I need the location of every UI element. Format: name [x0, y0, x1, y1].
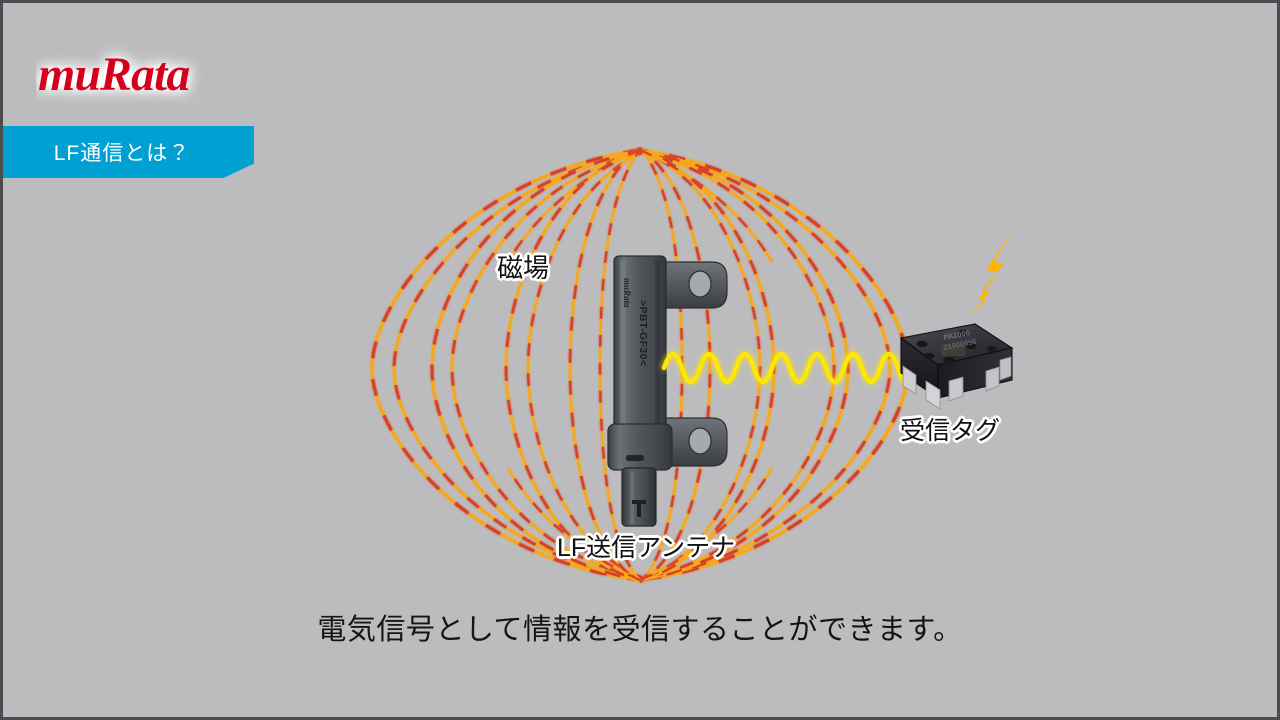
- label-magnetic-field: 磁場: [497, 253, 550, 283]
- antenna-material-marking: >PBT-GF30<: [637, 300, 649, 366]
- frame-edge-top: [0, 0, 1280, 3]
- frame-edge-left: [0, 0, 3, 720]
- caption-text: 電気信号として情報を受信することができます。: [317, 614, 963, 646]
- label-receiver-tag: 受信タグ: [900, 417, 1001, 445]
- murata-logo: muRata: [36, 40, 268, 106]
- banner-title-text: LF通信とは？: [53, 142, 191, 165]
- lightning-bolt-icon: [968, 228, 1014, 318]
- receiver-tag: PA1006 21900656: [899, 323, 1014, 410]
- lf-signal-wave: [661, 351, 919, 385]
- label-lf-transmit-antenna: LF送信アンテナ: [557, 534, 736, 562]
- banner-shape: [0, 126, 254, 178]
- frame-edge-bottom: [0, 717, 1280, 720]
- section-title-banner: LF通信とは？: [0, 126, 254, 178]
- antenna-brand-marking: muRata: [622, 278, 632, 308]
- lf-transmit-antenna: >PBT-GF30< muRata: [607, 255, 728, 527]
- murata-logo-wordmark: muRata: [38, 48, 189, 101]
- frame-edge-right: [1277, 0, 1280, 720]
